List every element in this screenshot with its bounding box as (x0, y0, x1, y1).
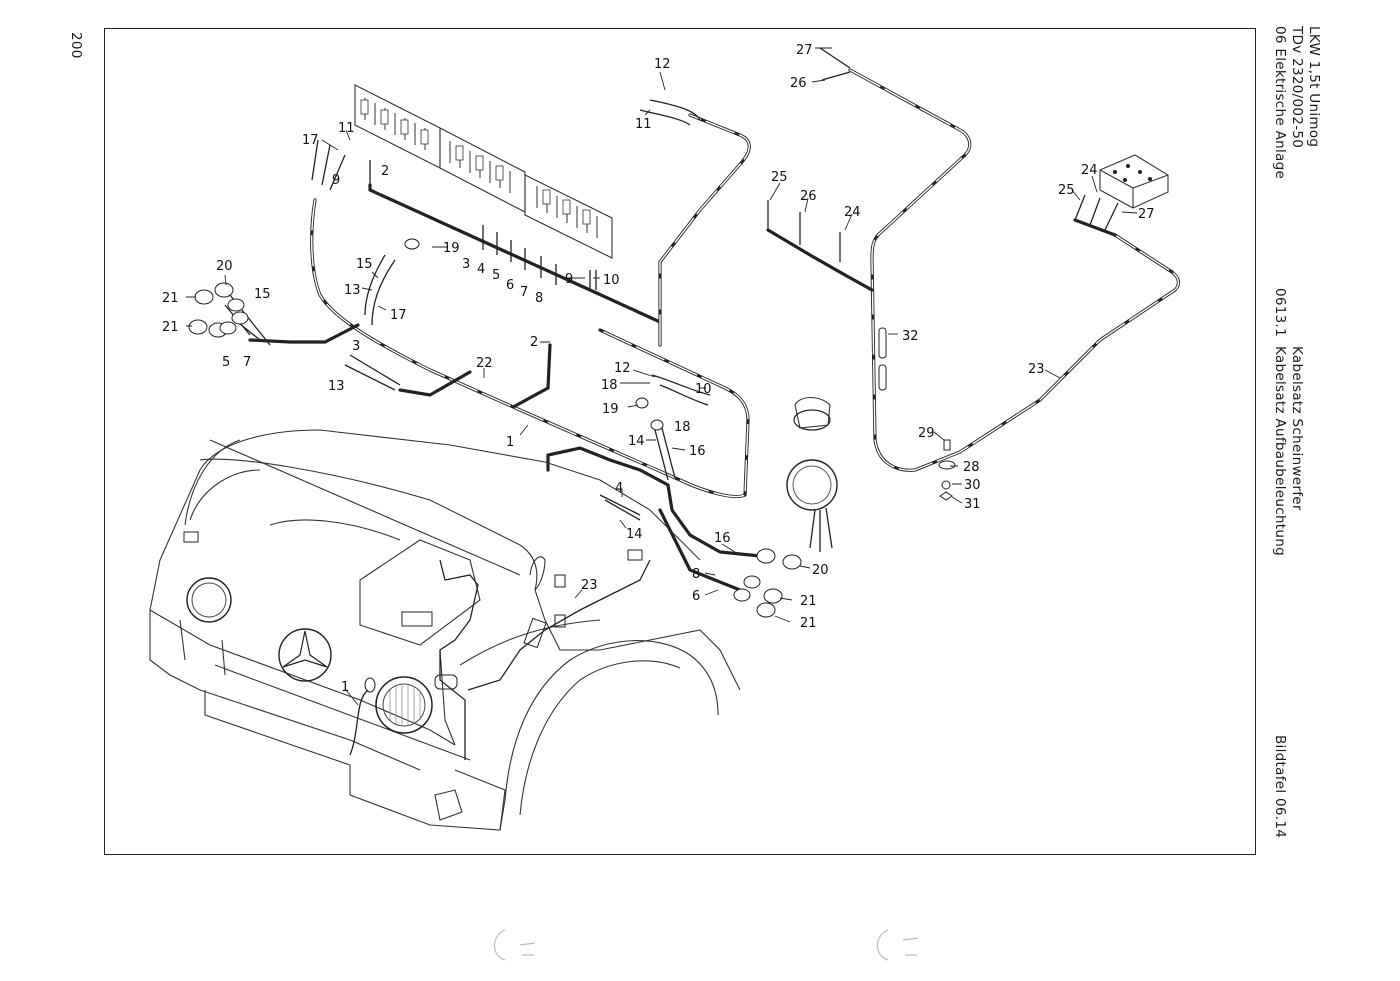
vehicle-cab-drawing (149, 429, 741, 831)
callout-2: 2 (381, 164, 389, 179)
callout-21: 21 (162, 291, 179, 306)
callout-10: 10 (603, 273, 620, 288)
callout-25: 25 (1058, 183, 1075, 198)
callout-32: 32 (902, 329, 919, 344)
callout-24: 24 (1081, 163, 1098, 178)
callout-6: 6 (506, 278, 514, 293)
callout-6: 6 (692, 589, 700, 604)
body-lighting-harness-drawing (766, 68, 1180, 472)
callout-2: 2 (530, 335, 538, 350)
loose-wire-ends (224, 47, 851, 521)
callout-20: 20 (812, 563, 829, 578)
fastener-parts-drawing (938, 439, 956, 501)
callout-11: 11 (338, 121, 355, 136)
callout-15: 15 (254, 287, 271, 302)
callout-10: 10 (695, 382, 712, 397)
callout-21: 21 (800, 594, 817, 609)
callout-22: 22 (476, 356, 493, 371)
callout-19: 19 (443, 241, 460, 256)
callout-3: 3 (462, 257, 470, 272)
callout-4: 4 (477, 262, 485, 277)
connector-block-drawing (1099, 154, 1169, 209)
callout-9: 9 (565, 272, 573, 287)
callout-9: 9 (332, 173, 340, 188)
cable-sleeve-drawing (878, 327, 887, 391)
work-lamps-drawing (786, 396, 838, 552)
callout-13: 13 (328, 379, 345, 394)
callout-8: 8 (535, 291, 543, 306)
headlamp-harness-drawing (248, 113, 762, 592)
callout-12: 12 (614, 361, 631, 376)
illustration-frame (104, 28, 1256, 855)
callout-23: 23 (1028, 362, 1045, 377)
callout-14: 14 (626, 527, 643, 542)
callout-29: 29 (918, 426, 935, 441)
callout-21: 21 (162, 320, 179, 335)
leader-lines (186, 47, 1138, 706)
callout-3: 3 (352, 339, 360, 354)
callout-17: 17 (302, 133, 319, 148)
connector-plugs (188, 238, 802, 618)
callout-12: 12 (654, 57, 671, 72)
callout-24: 24 (844, 205, 861, 220)
callout-numbers: 27 26 12 11 17 11 9 2 25 26 24 24 25 27 … (162, 43, 1155, 695)
callout-7: 7 (520, 285, 528, 300)
callout-8: 8 (692, 567, 700, 582)
callout-13: 13 (344, 283, 361, 298)
callout-17: 17 (390, 308, 407, 323)
callout-21: 21 (800, 616, 817, 631)
callout-27: 27 (1138, 207, 1155, 222)
callout-5: 5 (222, 355, 230, 370)
callout-26: 26 (790, 76, 807, 91)
callout-16: 16 (689, 444, 706, 459)
callout-7: 7 (243, 355, 251, 370)
callout-18: 18 (601, 378, 618, 393)
callout-30: 30 (964, 478, 981, 493)
callout-18: 18 (674, 420, 691, 435)
callout-19: 19 (602, 402, 619, 417)
callout-26: 26 (800, 189, 817, 204)
callout-5: 5 (492, 268, 500, 283)
callout-4: 4 (615, 481, 623, 496)
callout-28: 28 (963, 460, 980, 475)
scan-artifacts (493, 929, 919, 961)
callout-20: 20 (216, 259, 233, 274)
callout-23: 23 (581, 578, 598, 593)
callout-25: 25 (771, 170, 788, 185)
callout-14: 14 (628, 434, 645, 449)
callout-1: 1 (506, 435, 514, 450)
callout-27: 27 (796, 43, 813, 58)
callout-31: 31 (964, 497, 981, 512)
callout-11: 11 (635, 117, 652, 132)
fuse-block-drawing (354, 84, 613, 259)
callout-1: 1 (341, 680, 349, 695)
callout-15: 15 (356, 257, 373, 272)
callout-16: 16 (714, 531, 731, 546)
